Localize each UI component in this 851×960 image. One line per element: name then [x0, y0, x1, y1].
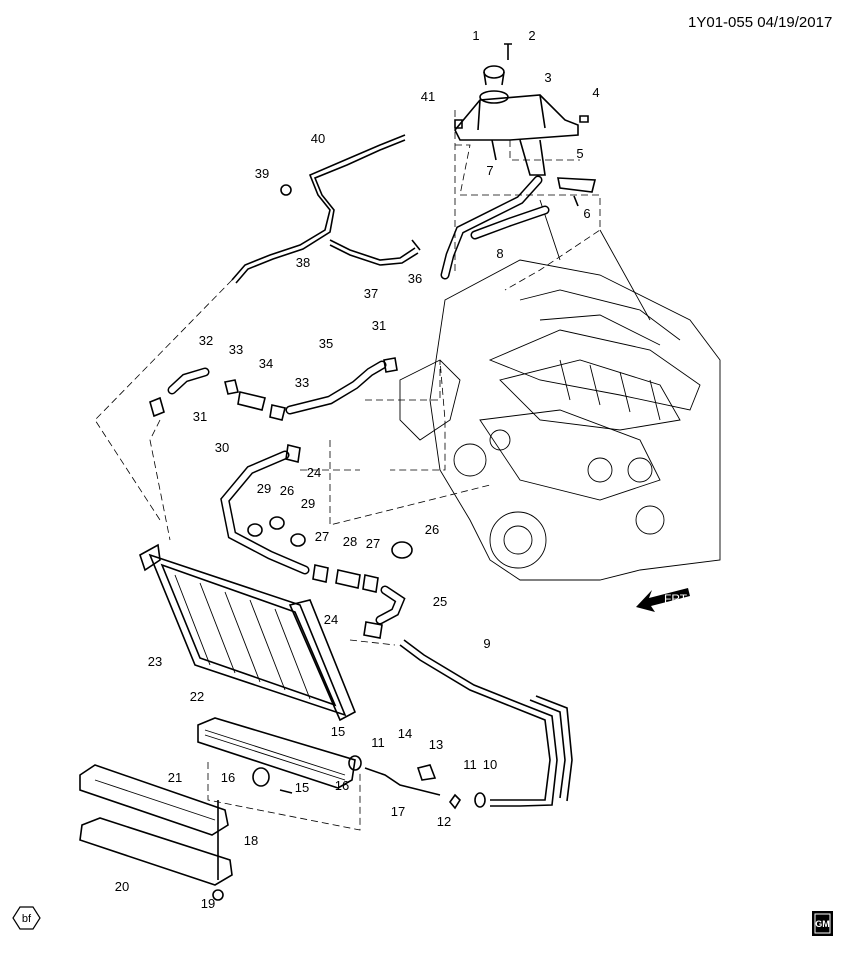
callout-19: 19	[201, 896, 215, 911]
callout-6: 6	[583, 206, 590, 221]
callout-41: 41	[421, 89, 435, 104]
gm-logo-text: GM	[815, 919, 830, 929]
callout-8: 8	[496, 246, 503, 261]
callout-39: 39	[255, 166, 269, 181]
callout-25: 25	[433, 594, 447, 609]
fittings	[252, 755, 486, 810]
callout-5: 5	[576, 146, 583, 161]
callout-38: 38	[296, 255, 310, 270]
callout-9: 9	[483, 636, 490, 651]
callout-24: 24	[307, 465, 321, 480]
callout-36: 36	[408, 271, 422, 286]
callout-13: 13	[429, 737, 443, 752]
callout-21: 21	[168, 770, 182, 785]
heater-hose	[440, 139, 550, 280]
air-baffle	[79, 764, 233, 901]
callout-7: 7	[486, 163, 493, 178]
callout-29: 29	[301, 496, 315, 511]
callout-26: 26	[280, 483, 294, 498]
oil-cooler	[197, 717, 356, 789]
callout-1: 1	[472, 28, 479, 43]
overflow-pipe	[231, 134, 406, 284]
callout-12: 12	[437, 814, 451, 829]
callout-27: 27	[315, 529, 329, 544]
reservoir-cap	[483, 65, 505, 79]
gm-logo: GM	[812, 911, 833, 936]
callout-32: 32	[199, 333, 213, 348]
callout-31: 31	[193, 409, 207, 424]
callout-33: 33	[229, 342, 243, 357]
callout-27: 27	[366, 536, 380, 551]
callout-18: 18	[244, 833, 258, 848]
callout-15: 15	[331, 724, 345, 739]
bf-badge: bf	[12, 906, 41, 930]
callout-2: 2	[528, 28, 535, 43]
transmission-cooler-lines	[399, 639, 573, 807]
callout-10: 10	[483, 757, 497, 772]
callout-16: 16	[221, 770, 235, 785]
callout-37: 37	[364, 286, 378, 301]
callout-24: 24	[324, 612, 338, 627]
callout-40: 40	[311, 131, 325, 146]
callout-11: 11	[463, 757, 477, 772]
upper-radiator-hose	[149, 357, 398, 421]
callout-16: 16	[335, 778, 349, 793]
callout-28: 28	[343, 534, 357, 549]
callout-26: 26	[425, 522, 439, 537]
callout-14: 14	[398, 726, 412, 741]
callout-17: 17	[391, 804, 405, 819]
engine-assembly	[399, 199, 721, 581]
callout-35: 35	[319, 336, 333, 351]
callout-30: 30	[215, 440, 229, 455]
callout-23: 23	[148, 654, 162, 669]
bracket	[557, 177, 597, 207]
bf-badge-label: bf	[22, 913, 32, 925]
callout-22: 22	[190, 689, 204, 704]
callout-3: 3	[544, 70, 551, 85]
callout-31: 31	[372, 318, 386, 333]
callout-34: 34	[259, 356, 273, 371]
document-id: 1Y01-055 04/19/2017	[688, 14, 833, 31]
callout-15: 15	[295, 780, 309, 795]
callout-20: 20	[115, 879, 129, 894]
lower-radiator-hose	[220, 444, 413, 639]
vent-hose	[329, 239, 421, 266]
callout-11: 11	[371, 735, 385, 750]
callout-33: 33	[295, 375, 309, 390]
coolant-reservoir	[454, 43, 589, 176]
front-direction-indicator: FRT	[636, 588, 690, 612]
front-label: FRT	[664, 592, 688, 606]
callout-4: 4	[592, 85, 599, 100]
reference-lines	[94, 110, 601, 831]
callout-29: 29	[257, 481, 271, 496]
radiator	[139, 543, 357, 722]
